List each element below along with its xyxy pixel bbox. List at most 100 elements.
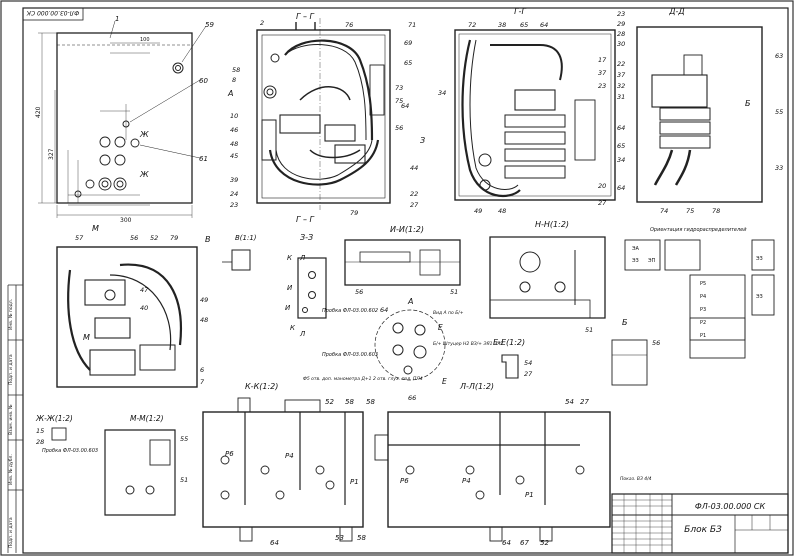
callout-nn-51: 51 [585, 326, 593, 334]
zz-l2: Л [299, 330, 306, 338]
callout-bb-56: 56 [652, 339, 660, 347]
note-pokaz: Показ. ВЗ 4/4 [620, 476, 652, 482]
callout-ll-p1: Р1 [525, 491, 534, 499]
callout-v4-64: 64 [617, 124, 625, 132]
view-mm: М-М(1:2) 55 51 [104, 414, 188, 516]
callout-mm-51: 51 [180, 476, 188, 484]
callout-v1-zh2: Ж [139, 170, 149, 179]
valve-orientation-diagram: Ориентация гидрораспределителей ЭА ЭЗ ЭП… [624, 227, 775, 359]
callout-v3-17: 17 [598, 56, 607, 64]
margin-label-5: Подп. и дата [8, 517, 14, 548]
view-title-v11: В(1:1) [235, 234, 257, 242]
note-vida-b2: Б/+ Штуцер Н2 ВЗ/+ ЭЯ1 ЭЯ2 [433, 341, 503, 347]
top-stamp: ФЛ-03.00.000 СК [22, 7, 84, 21]
view-title-v: В [205, 235, 211, 244]
view-zhzh: Ж-Ж(1:2) 15 28 [35, 414, 73, 446]
callout-v2-2: 2 [260, 19, 264, 27]
note-vida-text: Ф5 отв. доп. манометра Д+1 2 отв. глух. … [303, 376, 423, 382]
callout-mm-55: 55 [180, 435, 188, 443]
callout-v3-27: 27 [598, 199, 607, 207]
valve-p5: Р5 [700, 281, 706, 287]
margin-label-1: Инв. № подл. [8, 299, 14, 330]
callout-v4-29: 29 [617, 20, 625, 28]
note-proboka-2: Пробка ФЛ-03.00.603 [322, 352, 378, 358]
callout-v2-27: 27 [410, 201, 419, 209]
callout-v2-65: 65 [404, 59, 412, 67]
view-title-ee: Е-Е(1:2) [493, 338, 525, 347]
callout-ee-54: 54 [524, 359, 532, 367]
callout-kk-p4: Р4 [285, 452, 294, 460]
callout-ll-64: 64 [502, 539, 511, 547]
callout-v2-a: А [227, 89, 233, 98]
view-title-a: А [407, 297, 413, 306]
valve-p2: Р2 [700, 320, 706, 326]
view-title-mm: М-М(1:2) [130, 414, 164, 423]
callout-ll-52: 52 [540, 539, 549, 547]
zz-i2: И [285, 304, 291, 312]
view-b: Б 56 [611, 318, 660, 386]
view-section-gg: Г-Г 72 38 65 64 34 37 17 23 49 48 20 27 [438, 7, 616, 215]
note-proboka-3: Пробка ФЛ-03.00.603 [42, 448, 98, 454]
callout-v1-zh1: Ж [139, 130, 149, 139]
callout-v2-56: 56 [395, 124, 403, 132]
view-a: А 64 66 Е Е Ф5 отв. доп. манометра Д+1 2… [303, 297, 503, 402]
callout-vv-47: 47 [140, 286, 149, 294]
callout-vv-79: 79 [170, 234, 178, 242]
callout-v3-72: 72 [468, 21, 476, 29]
callout-ll-54: 54 [565, 398, 574, 406]
callout-v4-74: 74 [660, 207, 668, 215]
callout-v4-32: 32 [617, 82, 625, 90]
callout-v4-34: 34 [617, 156, 625, 164]
dim-420: 420 [35, 106, 42, 118]
callout-v3-49: 49 [474, 207, 482, 215]
callout-v2-22: 22 [410, 190, 418, 198]
callout-v1-61: 61 [199, 155, 208, 163]
callout-v4-63: 63 [775, 52, 783, 60]
callout-ee-27: 27 [524, 370, 533, 378]
callout-v3-64: 64 [540, 21, 548, 29]
callout-ll-p6: Р6 [400, 477, 409, 485]
view-title-nn: Н-Н(1:2) [535, 220, 569, 229]
view-ll: Л-Л(1:2) 54 27 Р6 Р4 Р1 64 67 52 Показ. … [374, 382, 652, 547]
callout-ll-67: 67 [520, 539, 529, 547]
callout-ll-p4: Р4 [462, 477, 471, 485]
callout-a-66: 66 [408, 394, 416, 402]
callout-vv-48: 48 [200, 316, 208, 324]
orient-note: Ориентация гидрораспределителей [650, 227, 747, 233]
valve-ez2: ЭЗ [756, 294, 763, 300]
view-ii: И-И(1:2) 56 51 [344, 225, 461, 296]
view-title-dd: Д-Д [668, 7, 684, 16]
callout-v1-60: 60 [199, 77, 208, 85]
callout-kk-p6: Р6 [225, 450, 234, 458]
note-vida-b1: Вид А по Б/+ [433, 310, 464, 316]
callout-vv-56: 56 [130, 234, 138, 242]
valve-p4: Р4 [700, 294, 706, 300]
callout-v2-24: 24 [230, 190, 238, 198]
view-title-ii: И-И(1:2) [390, 225, 424, 234]
view-zz: З-З К И К И Л Л [285, 233, 327, 338]
valve-ez3: ЭЗ [756, 256, 763, 262]
note-proboka-1: Пробка ФЛ-03.00.602 [322, 308, 378, 314]
callout-v3-48: 48 [498, 207, 506, 215]
margin-label-2: Подп. и дата [8, 354, 14, 385]
callout-kk-58a: 58 [345, 398, 354, 406]
callout-vv-6: 6 [200, 366, 204, 374]
callout-v2-75: 75 [395, 97, 403, 105]
callout-kk-64: 64 [270, 539, 279, 547]
view-title-g-bottom: Г – Г [296, 215, 315, 224]
callout-kk-p1: Р1 [350, 478, 359, 486]
callout-v3-38: 38 [498, 21, 506, 29]
valve-p1: Р1 [700, 333, 706, 339]
callout-v2-45: 45 [230, 152, 238, 160]
callout-v2-76: 76 [345, 21, 353, 29]
callout-v2-71: 71 [408, 21, 416, 29]
view-cabinet-main: Г – Г 2 76 71 58 8 69 65 А 10 46 [227, 12, 425, 224]
callout-v3-20: 20 [598, 182, 606, 190]
dim-327: 327 [48, 148, 55, 160]
callout-v4-65: 65 [617, 142, 625, 150]
title-block: ФЛ-03.00.000 СК Блок БЗ [611, 493, 789, 554]
view-title-ll: Л-Л(1:2) [459, 382, 494, 391]
zz-k2: К [290, 324, 296, 332]
